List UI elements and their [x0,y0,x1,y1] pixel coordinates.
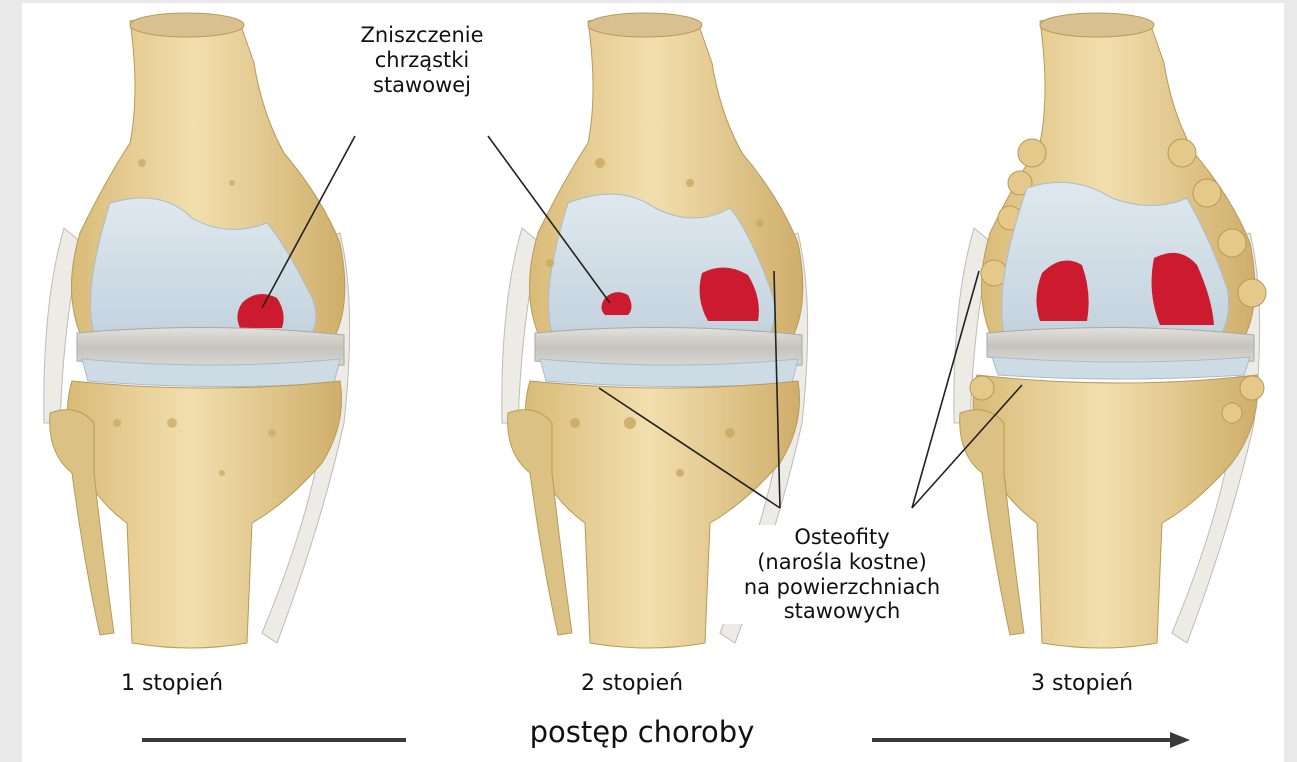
knee-osteoarthritis-diagram: Zniszczenie chrząstki stawowej Osteofity… [22,3,1284,762]
arrowhead-icon [1170,732,1190,748]
cartilage-annotation-line3: stawowej [327,73,517,98]
knee-stage-3 [954,13,1266,648]
femur-shaft-top [1040,13,1154,37]
cartilage-annotation-line2: chrząstki [327,48,517,73]
osteophyte-annotation-line1: Osteofity [722,525,962,550]
stage-2-label: 2 stopień [542,671,722,697]
progress-label: postęp choroby [442,715,842,749]
knee-illustration [22,3,1284,762]
osteophyte-annotation-line2: (narośla kostne) [722,550,962,575]
osteophyte-annotation-line4: stawowych [722,599,962,624]
cartilage-annotation-line1: Zniszczenie [327,23,517,48]
femur-shaft-top [588,13,702,37]
femur-shaft-top [130,13,244,37]
stage-1-label: 1 stopień [82,671,262,697]
stage-3-label: 3 stopień [992,671,1172,697]
knee-stage-1 [44,13,350,648]
osteophyte-annotation: Osteofity (narośla kostne) na powierzchn… [722,525,962,624]
osteophyte-annotation-line3: na powierzchniach [722,575,962,600]
cartilage-annotation: Zniszczenie chrząstki stawowej [327,23,517,97]
